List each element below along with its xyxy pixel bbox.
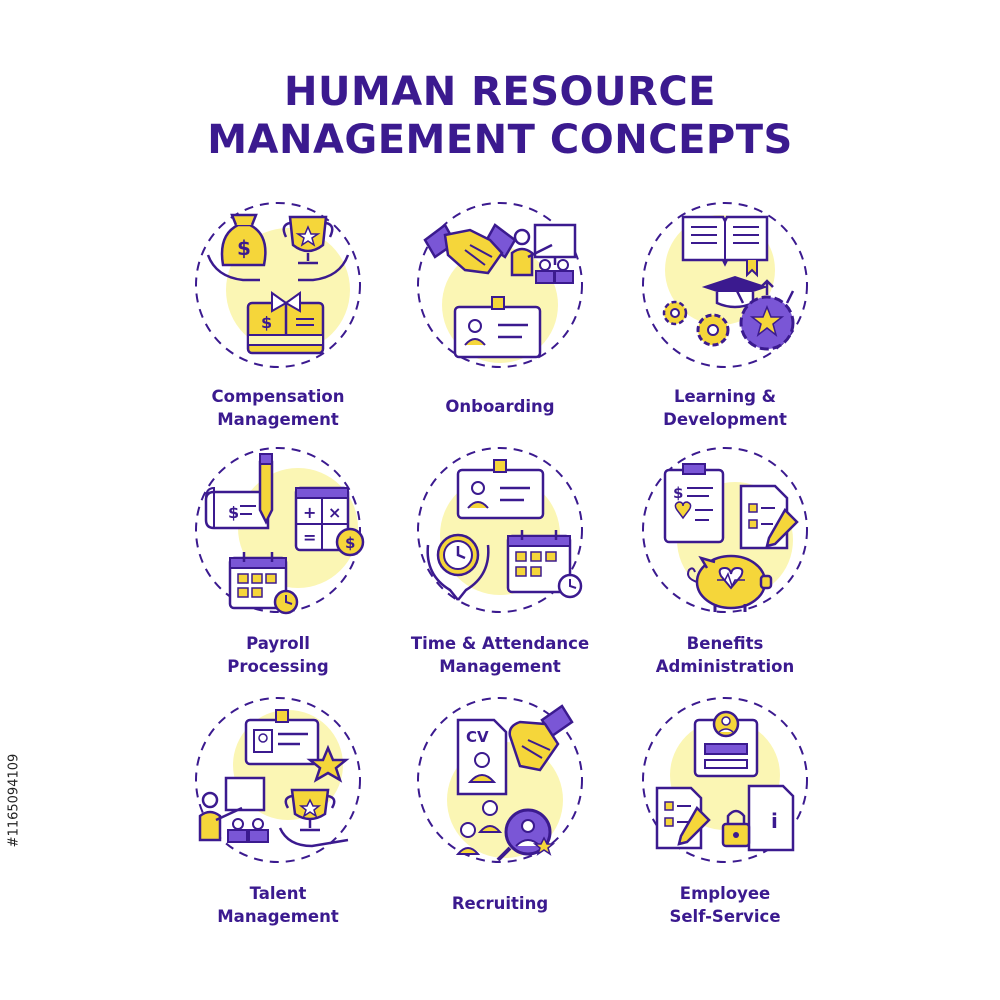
svg-text:CV: CV bbox=[466, 728, 489, 746]
concept-label: Onboarding bbox=[445, 397, 555, 416]
page-title: HUMAN RESOURCE MANAGEMENT CONCEPTS bbox=[0, 68, 1000, 164]
svg-text:$: $ bbox=[673, 484, 683, 502]
clipboard-piggy-bank-icon: $ bbox=[642, 447, 808, 613]
concept-learning-development: Learning &Development bbox=[595, 195, 855, 445]
svg-text:$: $ bbox=[345, 534, 355, 552]
concept-label: Recruiting bbox=[451, 894, 549, 913]
svg-text:$: $ bbox=[237, 236, 251, 260]
title-line-1: HUMAN RESOURCE bbox=[283, 69, 717, 115]
concept-recruiting: CV Recruiting bbox=[370, 690, 630, 940]
book-graduation-cap-gears-icon bbox=[642, 202, 808, 368]
id-card-documents-lock-icon: i bbox=[642, 697, 808, 863]
handshake-presentation-badge-icon bbox=[417, 202, 583, 368]
check-pen-calculator-calendar-icon: $ + × = $ bbox=[195, 447, 365, 615]
clock-hands-calendar-badge-icon bbox=[417, 447, 583, 613]
presentation-star-trophy-icon bbox=[195, 697, 361, 863]
svg-text:i: i bbox=[771, 809, 778, 833]
watermark-id: #1165094109 bbox=[6, 753, 22, 848]
svg-text:$: $ bbox=[228, 503, 239, 522]
money-bag-trophy-gift-card-icon: $ $ bbox=[195, 202, 361, 368]
svg-text:$: $ bbox=[261, 313, 272, 332]
svg-text:=: = bbox=[303, 528, 316, 547]
concept-label: Learning &Development bbox=[663, 387, 787, 429]
concept-onboarding: Onboarding bbox=[370, 195, 630, 445]
svg-text:+: + bbox=[303, 503, 316, 522]
svg-text:×: × bbox=[328, 503, 341, 522]
title-line-2: MANAGEMENT CONCEPTS bbox=[207, 117, 793, 163]
cv-handshake-search-person-icon: CV bbox=[417, 697, 583, 863]
